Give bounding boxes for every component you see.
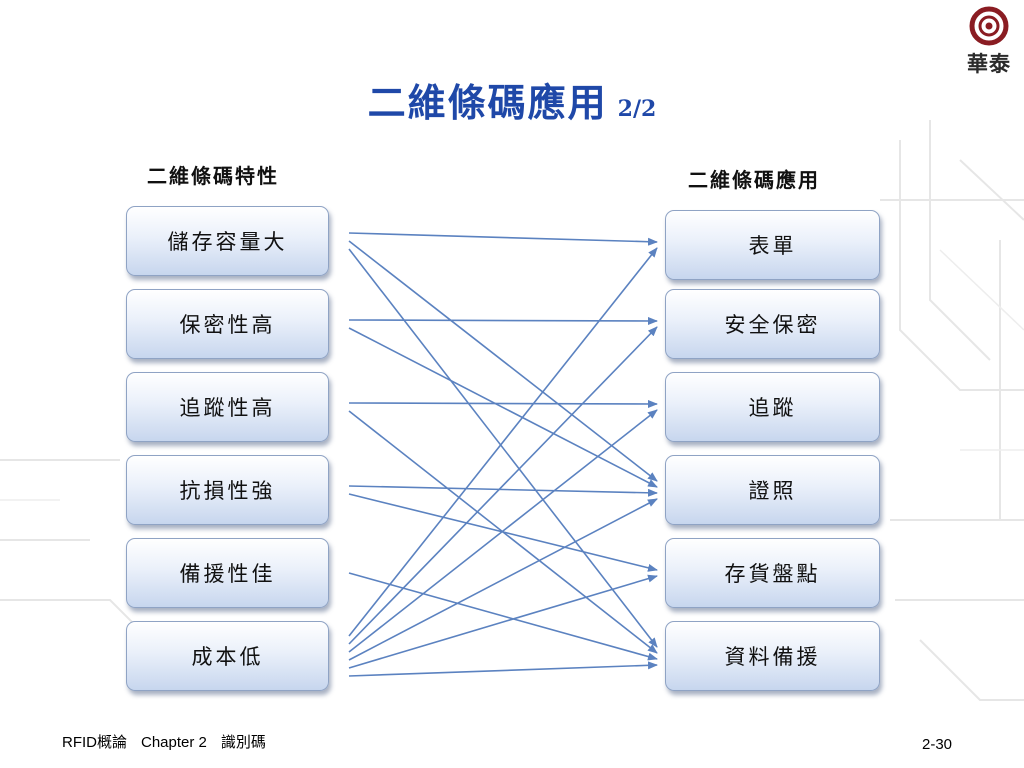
application-box: 證照 [665,455,880,525]
connection-arrow [348,327,658,488]
application-box: 資料備援 [665,621,880,691]
connection-arrow [348,326,658,645]
property-box: 成本低 [126,621,329,691]
right-column-heading: 二維條碼應用 [688,168,820,192]
connection-arrow [348,232,658,246]
footer-chapter: Chapter 2 [141,734,207,751]
logo-ring-icon [969,6,1009,46]
property-box: 追蹤性高 [126,372,329,442]
footer-topic: 識別碼 [220,734,266,751]
connection-arrow [348,574,658,669]
connection-arrow [348,240,658,482]
footer-course-info: RFID概論 Chapter 2 識別碼 [62,731,280,752]
property-box: 抗損性強 [126,455,329,525]
publisher-logo: 華泰 [958,6,1020,84]
application-box: 追蹤 [665,372,880,442]
connection-arrow [348,498,658,661]
connection-arrow [348,316,658,325]
connection-arrow [348,247,658,637]
connection-arrow [348,485,658,497]
connection-arrow [348,248,658,648]
property-box: 儲存容量大 [126,206,329,276]
title-main: 二維條碼應用 [367,80,608,125]
application-box: 安全保密 [665,289,880,359]
connection-arrow [348,572,658,661]
property-box: 保密性高 [126,289,329,359]
left-column-heading: 二維條碼特性 [147,164,279,188]
page-title: 二維條碼應用 2/2 [0,72,1024,127]
footer-page-number: 2-30 [922,736,953,753]
logo-text: 華泰 [967,51,1011,76]
connection-arrow [348,409,658,653]
title-page-indicator: 2/2 [617,96,657,122]
application-box: 存貨盤點 [665,538,880,608]
footer-course: RFID概論 [62,734,127,751]
connection-arrow [348,661,658,677]
property-box: 備援性佳 [126,538,329,608]
connection-arrow [348,399,658,408]
application-box: 表單 [665,210,880,280]
